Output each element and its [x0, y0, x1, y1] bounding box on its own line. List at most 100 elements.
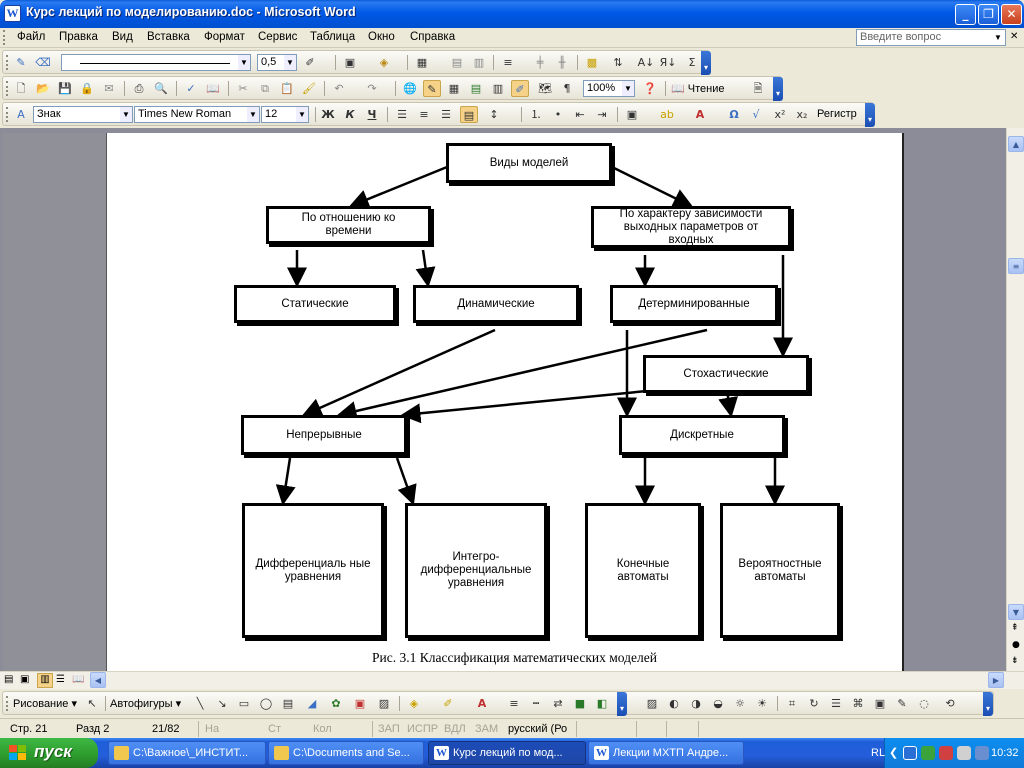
borders-icon[interactable]: ▣	[626, 108, 638, 121]
chevron-down-icon[interactable]: ▼	[296, 107, 308, 122]
align-right-icon[interactable]: ☰	[441, 108, 451, 121]
menu-help[interactable]: Справка	[410, 31, 456, 43]
menu-format[interactable]: Формат	[204, 31, 245, 43]
word-app-icon[interactable]: W	[4, 5, 21, 22]
taskbar-item-folder-1[interactable]: C:\Важное\_ИНСТИТ...	[108, 741, 266, 765]
rectangle-icon[interactable]: ▭	[238, 697, 250, 710]
align-cell-icon[interactable]: ≡	[503, 56, 513, 69]
taskbar-item-word-lectures[interactable]: W Лекции МХТП Андре...	[588, 741, 744, 765]
previous-page-icon[interactable]: ⇞	[1011, 623, 1019, 633]
next-page-icon[interactable]: ⇟	[1011, 656, 1019, 666]
chevron-down-icon[interactable]: ▼	[238, 55, 250, 70]
toolbar-grip[interactable]	[6, 55, 9, 70]
security-alert-icon[interactable]	[939, 746, 953, 760]
highlight-icon[interactable]: ab	[660, 108, 674, 121]
status-overtype[interactable]: ЗАМ	[475, 723, 499, 735]
scroll-up-icon[interactable]: ▲	[1008, 136, 1024, 152]
color-icon[interactable]: ◐	[669, 697, 679, 710]
font-color-icon-2[interactable]: A	[477, 697, 487, 710]
toolbar-grip[interactable]	[6, 81, 9, 96]
scroll-down-icon[interactable]: ▼	[1008, 604, 1024, 620]
sort-descending-icon[interactable]: Я↓	[659, 56, 677, 69]
show-hidden-icons-icon[interactable]: ❮	[889, 747, 899, 759]
network-icon[interactable]	[903, 746, 917, 760]
select-objects-icon[interactable]: ↖	[87, 697, 97, 710]
language-indicator[interactable]: RL	[871, 747, 886, 759]
drawing-menu-button[interactable]: Рисование ▾	[13, 698, 77, 710]
text-wrapping-icon[interactable]: ▣	[874, 697, 886, 710]
close-document-icon[interactable]: ✕	[1010, 31, 1019, 42]
subscript-icon[interactable]: x₂	[796, 108, 808, 121]
normal-view-icon[interactable]: ▤	[4, 674, 14, 685]
print-layout-view-icon[interactable]: ▥	[37, 673, 53, 688]
insert-picture-icon[interactable]: ▨	[646, 697, 658, 710]
document-icon[interactable]: 🗎	[753, 82, 763, 95]
eraser-icon[interactable]: ⌫	[35, 56, 51, 69]
chevron-down-icon[interactable]: ▼	[284, 55, 296, 70]
status-record[interactable]: ЗАП	[378, 723, 400, 735]
status-track-changes[interactable]: ИСПР	[407, 723, 439, 735]
start-button[interactable]: пуск	[0, 738, 98, 768]
zoom-select[interactable]: 100% ▼	[583, 80, 635, 97]
web-view-icon[interactable]: ▣	[20, 674, 30, 685]
outside-border-icon[interactable]: ▣	[344, 56, 356, 69]
scroll-left-icon[interactable]: ◀	[90, 672, 106, 688]
more-brightness-icon[interactable]: ☼	[735, 697, 745, 710]
dash-style-icon[interactable]: ┅	[532, 697, 540, 710]
line-icon[interactable]: ╲	[196, 697, 204, 710]
reset-picture-icon[interactable]: ⟲	[945, 697, 955, 710]
toolbar-options-button[interactable]: ▾	[701, 51, 711, 75]
underline-button[interactable]: Ч	[367, 108, 377, 121]
text-box-icon[interactable]: ▤	[282, 697, 294, 710]
document-page[interactable]: Виды моделей По отношению ко времени По …	[106, 133, 904, 671]
ask-question-input[interactable]: Введите вопрос ▼	[856, 29, 1006, 46]
menu-window[interactable]: Окно	[368, 31, 395, 43]
scroll-right-icon[interactable]: ▶	[988, 672, 1004, 688]
copy-icon[interactable]: ⧉	[261, 82, 269, 95]
toolbar-options-button[interactable]: ▾	[983, 692, 993, 716]
print-icon[interactable]: ⎙	[134, 82, 144, 95]
volume-icon[interactable]	[957, 746, 971, 760]
draw-table-icon[interactable]: ✎	[16, 56, 26, 69]
less-contrast-icon[interactable]: ◒	[713, 697, 723, 710]
format-picture-icon[interactable]: ✎	[897, 697, 907, 710]
chevron-down-icon[interactable]: ▼	[120, 107, 132, 122]
vertical-scrollbar[interactable]: ▲ ≡ ▼ ⇞ ● ⇟	[1006, 128, 1024, 671]
align-left-icon[interactable]: ☰	[397, 108, 407, 121]
decrease-indent-icon[interactable]: ⇤	[575, 108, 585, 121]
style-select[interactable]: Знак ▼	[33, 106, 133, 123]
less-brightness-icon[interactable]: ☀	[757, 697, 767, 710]
menu-edit[interactable]: Правка	[59, 31, 98, 43]
toolbar-options-button[interactable]: ▾	[865, 103, 875, 127]
redo-icon[interactable]: ↷	[367, 82, 377, 95]
toolbar-options-button[interactable]: ▾	[773, 77, 783, 101]
insert-excel-icon[interactable]: ▤	[470, 82, 482, 95]
line-color-icon[interactable]: ✐	[443, 697, 453, 710]
menu-view[interactable]: Вид	[112, 31, 133, 43]
picture-icon[interactable]: ▨	[378, 697, 390, 710]
taskbar-item-folder-2[interactable]: C:\Documents and Se...	[268, 741, 424, 765]
toolbar-options-button[interactable]: ▾	[617, 692, 627, 716]
equation-icon[interactable]: √	[752, 108, 760, 121]
oval-icon[interactable]: ◯	[259, 697, 273, 710]
3d-style-icon[interactable]: ◧	[596, 697, 608, 710]
columns-icon[interactable]: ▥	[492, 82, 504, 95]
email-icon[interactable]: ✉	[104, 82, 114, 95]
symbol-icon[interactable]: Ω	[729, 108, 739, 121]
increase-indent-icon[interactable]: ⇥	[597, 108, 607, 121]
autosum-icon[interactable]: Σ	[688, 56, 696, 69]
change-case-button[interactable]: Регистр	[817, 108, 857, 120]
bullets-icon[interactable]: •	[554, 108, 562, 121]
browse-object-icon[interactable]: ●	[1012, 640, 1020, 650]
line-spacing-icon[interactable]: ↕	[489, 108, 499, 121]
show-hide-icon[interactable]: ¶	[563, 82, 571, 95]
numbering-icon[interactable]: ⒈	[530, 108, 542, 121]
merge-cells-icon[interactable]: ▤	[451, 56, 463, 69]
scroll-thumb[interactable]: ≡	[1008, 258, 1024, 274]
hyperlink-icon[interactable]: 🌐	[403, 82, 417, 95]
reading-layout-button[interactable]: 📖 Чтение	[671, 82, 724, 95]
chevron-down-icon[interactable]: ▼	[994, 33, 1002, 42]
line-style-icon[interactable]: ≡	[509, 697, 519, 710]
save-icon[interactable]: 💾	[58, 82, 72, 95]
new-document-icon[interactable]: 🗋	[16, 82, 26, 95]
